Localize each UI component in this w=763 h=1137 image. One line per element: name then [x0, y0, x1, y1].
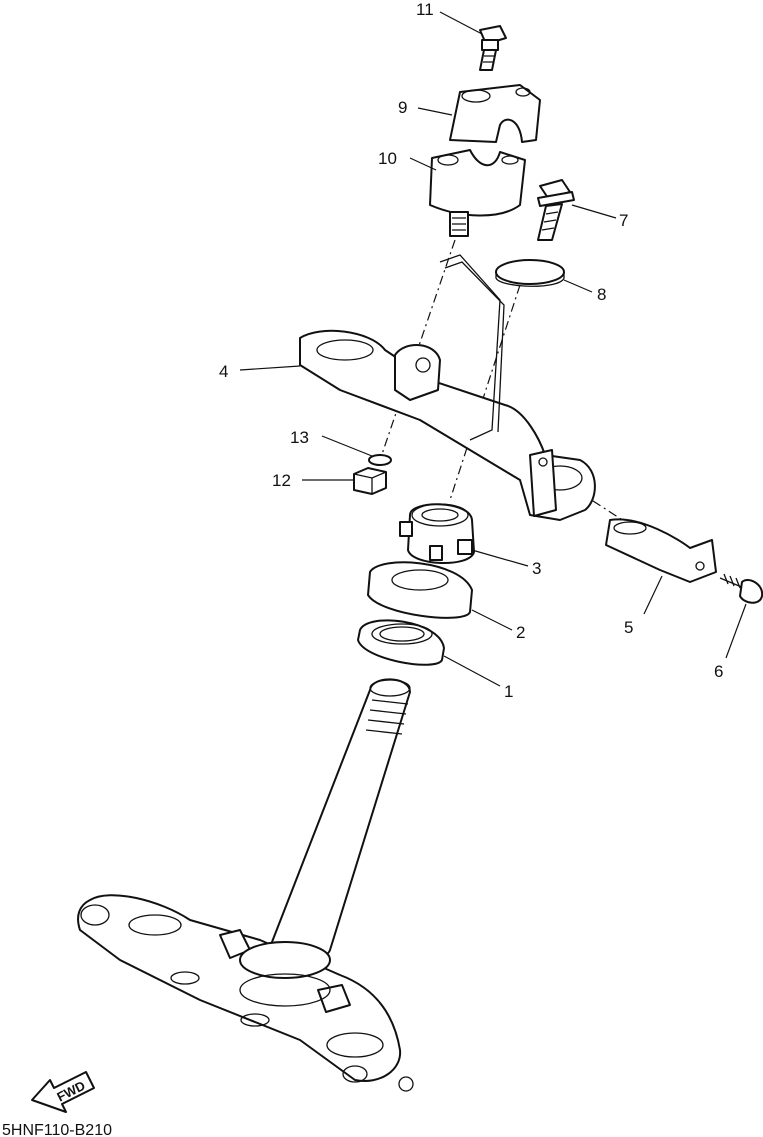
diagram-code: 5HNF110-B210	[2, 1122, 112, 1137]
part-12-nut	[353, 467, 387, 495]
leader-lines	[239, 11, 747, 687]
steering-stem	[77, 678, 414, 1092]
callout-3: 3	[532, 559, 541, 578]
part-10-lower-holder	[429, 149, 526, 237]
callout-12: 12	[272, 471, 291, 490]
part-9-upper-holder	[449, 84, 541, 143]
callout-1: 1	[504, 682, 513, 701]
callout-10: 10	[378, 149, 397, 168]
part-3-ring-nut	[399, 503, 475, 564]
part-7-bolt	[537, 179, 575, 241]
part-5-bracket	[605, 518, 717, 583]
callout-11: 11	[416, 0, 434, 19]
part-2-seal	[367, 561, 473, 619]
callout-6: 6	[714, 662, 723, 681]
callout-7: 7	[619, 211, 628, 230]
callout-5: 5	[624, 618, 633, 637]
part-13-washer	[368, 454, 392, 466]
callout-2: 2	[516, 623, 525, 642]
callouts: 11 9 10 7 8 4 13 12 3 2 1 5 6	[219, 0, 723, 701]
part-6-screw	[719, 573, 763, 604]
callout-4: 4	[219, 362, 228, 381]
part-1-bearing	[357, 619, 445, 666]
part-8-washer	[495, 259, 565, 287]
part-4-upper-bracket	[299, 254, 596, 521]
callout-9: 9	[398, 98, 407, 117]
part-11-bolt	[479, 25, 507, 71]
callout-13: 13	[290, 428, 309, 447]
fwd-arrow-icon: FWD	[31, 1071, 95, 1113]
callout-8: 8	[597, 285, 606, 304]
